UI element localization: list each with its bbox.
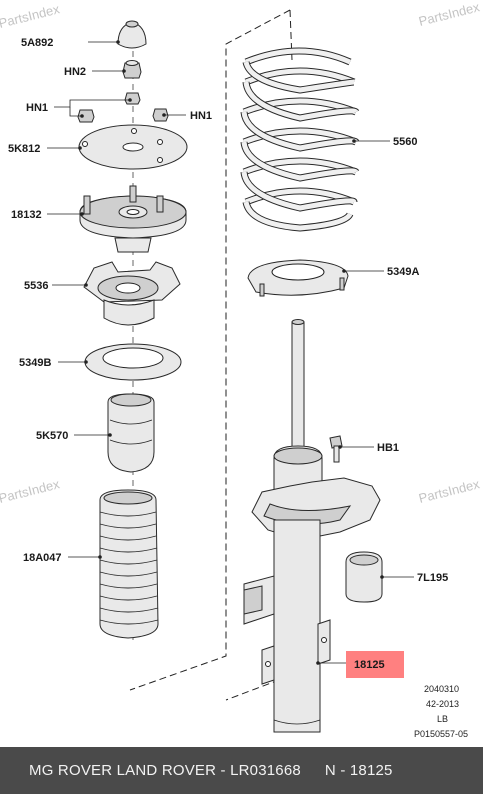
watermark-mid-left: PartsIndex <box>0 476 62 506</box>
nut-HN2 <box>122 60 142 79</box>
meta-code-3: LB <box>437 714 448 724</box>
label-18A047[interactable]: 18A047 <box>23 552 62 564</box>
isolator-5349A <box>247 259 349 297</box>
label-5K570[interactable]: 5K570 <box>36 430 68 442</box>
highlight-box-18125[interactable] <box>346 651 404 678</box>
label-HN2[interactable]: HN2 <box>64 66 86 78</box>
label-HN1-left[interactable]: HN1 <box>26 102 48 114</box>
label-5536[interactable]: 5536 <box>24 280 48 292</box>
bushing-7L195 <box>345 551 383 603</box>
bump-stop-5K570 <box>107 393 155 473</box>
label-5A892[interactable]: 5A892 <box>21 37 53 49</box>
gasket-5K812 <box>78 124 188 170</box>
meta-code-1: 2040310 <box>424 684 459 694</box>
isolator-5349B <box>84 343 182 381</box>
label-5560[interactable]: 5560 <box>393 136 417 148</box>
label-18132[interactable]: 18132 <box>11 209 42 221</box>
label-5349A[interactable]: 5349A <box>387 266 419 278</box>
nut-HN1-right <box>152 108 169 122</box>
watermark-top-left: PartsIndex <box>0 1 62 31</box>
mount-plate-18132 <box>79 185 187 253</box>
meta-code-2: 42-2013 <box>426 699 459 709</box>
nut-HN1-left <box>77 109 95 123</box>
label-5349B[interactable]: 5349B <box>19 357 51 369</box>
strut-18125 <box>243 319 381 733</box>
footer-bar: MG ROVER LAND ROVER - LR031668 N - 18125 <box>0 747 483 794</box>
label-5K812[interactable]: 5K812 <box>8 143 40 155</box>
footer-brands: MG ROVER LAND ROVER - LR031668 <box>29 762 301 779</box>
bolt-HB1 <box>329 435 343 463</box>
label-HB1[interactable]: HB1 <box>377 442 399 454</box>
meta-code-4: P0150557-05 <box>414 729 468 739</box>
footer-part-number: N - 18125 <box>324 762 393 779</box>
top-cap-5A892 <box>117 20 147 49</box>
dust-boot-18A047 <box>99 489 159 639</box>
label-18125[interactable]: 18125 <box>354 659 385 671</box>
spring-seat-5536 <box>83 261 181 326</box>
label-7L195[interactable]: 7L195 <box>417 572 448 584</box>
parts-diagram: PartsIndex PartsIndex PartsIndex PartsIn… <box>0 0 482 739</box>
coil-spring-5560 <box>240 47 360 232</box>
watermark-mid-right: PartsIndex <box>417 476 481 506</box>
nut-HN1-center <box>124 92 141 105</box>
label-HN1-right[interactable]: HN1 <box>190 110 212 122</box>
leader-lines <box>47 40 414 665</box>
watermark-top-right: PartsIndex <box>417 0 481 29</box>
